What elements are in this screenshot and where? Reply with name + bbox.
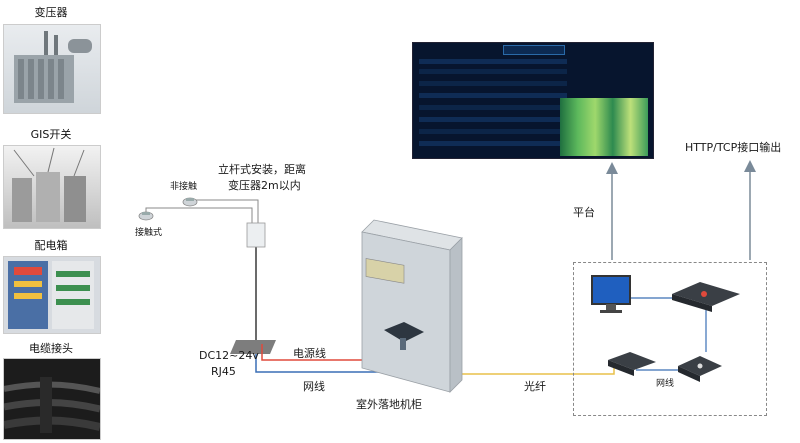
- network-switch-icon: [678, 356, 722, 382]
- transformer-label: 变压器: [34, 6, 68, 19]
- distribution-box-image: [8, 261, 94, 329]
- screen-row: [419, 93, 567, 98]
- power-spec-line2: RJ45: [211, 365, 236, 378]
- distribution-box-photo: [3, 256, 101, 334]
- contact-label: 接触式: [135, 228, 163, 238]
- gis-switch-label: GIS开关: [30, 128, 72, 141]
- screen-row: [419, 69, 567, 74]
- contact-sensor-icon: [138, 211, 154, 221]
- screen-row: [419, 59, 567, 64]
- screen-row: [419, 81, 567, 86]
- network-line-label-right: 网线: [656, 379, 675, 389]
- power-line-label: 电源线: [293, 347, 326, 360]
- screen-row: [419, 141, 567, 146]
- outdoor-cabinet: [361, 219, 463, 393]
- gis-switch-photo: [3, 145, 101, 229]
- non-contact-sensor-icon: [182, 197, 198, 207]
- non-contact-label: 非接触: [170, 182, 198, 192]
- cabinet-label: 室外落地机柜: [356, 398, 422, 411]
- fiber-label: 光纤: [524, 380, 546, 393]
- screen-row: [419, 117, 567, 122]
- transformer-image: [14, 31, 92, 103]
- platform-label: 平台: [573, 206, 595, 219]
- install-note-line2: 变压器2m以内: [228, 179, 301, 192]
- install-note-line1: 立杆式安装，距离: [218, 163, 306, 176]
- fiber-transceiver-icon: [608, 352, 656, 376]
- gis-switch-image: [12, 147, 86, 222]
- platform-boundary: [573, 262, 767, 416]
- spectrum-chart: [560, 98, 648, 156]
- cable-joint-image: [4, 377, 100, 433]
- cable-joint-photo: [3, 358, 101, 440]
- transformer-photo: [3, 24, 101, 114]
- screen-row: [419, 105, 567, 110]
- screen-row: [419, 129, 567, 134]
- distribution-box-label: 配电箱: [34, 239, 68, 252]
- network-line-label-left: 网线: [303, 380, 325, 393]
- screen-title: [503, 45, 565, 55]
- pole-junction-box: [246, 222, 266, 248]
- power-spec-line1: DC12~24v: [199, 349, 259, 362]
- cable-joint-label: 电缆接头: [29, 342, 73, 355]
- output-interface-label: HTTP/TCP接口输出: [685, 141, 782, 154]
- monitor-icon: [591, 275, 631, 313]
- platform-server-icon: [672, 282, 740, 312]
